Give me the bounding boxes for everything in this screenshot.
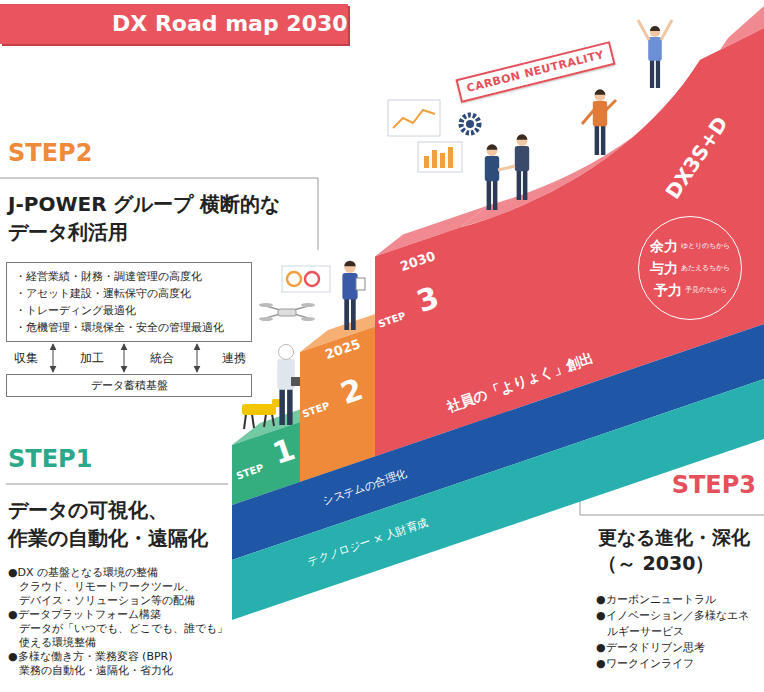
shape-fill xyxy=(300,326,375,482)
step-title: 更なる進化・深化 （～ 2030） xyxy=(598,524,760,576)
runner-figure-part xyxy=(582,110,594,124)
drone-part xyxy=(266,306,308,318)
robot-dog xyxy=(242,399,283,429)
robot-dog-part xyxy=(244,414,246,429)
circle-word: 予力 xyxy=(654,281,682,299)
bullet-body: 業務の自動化・遠隔化・省力化 xyxy=(19,664,173,678)
step-title: データの可視化、 作業の自動化・遠隔化 xyxy=(8,496,248,552)
floating-chart-part xyxy=(440,153,445,168)
floating-chart-part xyxy=(424,156,429,168)
bullet-text: ●データドリブン思考 xyxy=(596,640,705,656)
shape-fill xyxy=(232,379,764,620)
tablet-figure xyxy=(342,261,365,330)
floating-chart-part xyxy=(388,100,440,136)
bullet-body: クラウド、リモートワークツール、 デバイス・ソリューション等の配備 xyxy=(19,580,224,608)
drone-part xyxy=(301,317,315,321)
box-text: データ蓄積基盤 xyxy=(91,378,168,393)
bullet-box: ・経営業績・財務・調達管理の高度化・アセット建設・運転保守の高度化・トレーディン… xyxy=(6,262,252,342)
step-title: J-POWER グループ 横断的な データ利活用 xyxy=(8,190,308,246)
step-heading: STEP2 xyxy=(8,146,92,160)
handshake-figures xyxy=(485,134,529,210)
floating-chart xyxy=(282,266,330,292)
title-banner: DX Road map 2030 xyxy=(0,4,348,44)
bullet-body: データが「いつでも、どこでも、誰でも」 使える環境整備 xyxy=(19,622,234,650)
worker-figure-part xyxy=(279,345,294,360)
circle-reading: ゆとりのちから xyxy=(681,242,730,251)
floating-chart-part xyxy=(393,110,435,128)
floating-chart-part xyxy=(287,272,301,286)
box-text: ・危機管理・環境保全・安全の管理最適化 xyxy=(15,319,224,336)
double-arrow xyxy=(53,344,54,372)
double-arrow xyxy=(124,344,125,372)
step-heading: STEP1 xyxy=(8,452,92,466)
runner-figure-part xyxy=(606,100,616,110)
drone xyxy=(259,303,315,321)
shape-fill xyxy=(375,228,460,457)
shape-outline xyxy=(232,377,764,622)
flow-word: 加工 xyxy=(80,351,104,365)
circle-row: 与力あたえるちから xyxy=(650,259,730,277)
drone-part xyxy=(259,303,273,307)
sign-text: CARBON NEUTRALITY xyxy=(465,48,605,96)
band: テクノロジー × 人財育成 xyxy=(232,377,764,622)
drone-part xyxy=(259,317,273,321)
bullet-text: ●多様な働き方・業務変容 (BPR) xyxy=(8,650,173,664)
handshake-figures-part xyxy=(498,166,515,170)
drone-part xyxy=(266,306,308,318)
runner-figure-part xyxy=(593,89,607,155)
floating-chart-part xyxy=(305,272,319,286)
double-arrow xyxy=(197,344,198,372)
leader-line-part xyxy=(6,484,228,485)
circle-row: 予力予見のちから xyxy=(654,281,727,299)
jumping-figure-part xyxy=(648,26,662,88)
box-text: ・アセット建設・運転保守の高度化 xyxy=(15,285,191,302)
storage-box: データ蓄積基盤 xyxy=(6,374,252,397)
title-text: DX Road map 2030 xyxy=(0,4,348,44)
jumping-figure xyxy=(638,20,672,88)
drone-part xyxy=(278,309,296,316)
floating-chart-part xyxy=(432,150,437,168)
flow-word: 収集 xyxy=(14,351,38,365)
step-heading: STEP3 xyxy=(672,478,756,492)
bullet-text: ●ワークインライフ xyxy=(596,656,694,672)
flow-word: 統合 xyxy=(150,351,174,365)
floating-chart-part xyxy=(418,142,462,172)
bullet-text: ●DX の基盤となる環境の整備 xyxy=(8,566,158,580)
tablet-figure-part xyxy=(356,278,365,290)
circle-word: 与力 xyxy=(650,259,678,277)
box-text: ・トレーディング最適化 xyxy=(15,302,136,319)
jumping-figure-part xyxy=(661,20,672,40)
robot-dog-part xyxy=(272,414,274,426)
floating-chart-part xyxy=(282,266,330,292)
bullet-text: ●カーボンニュートラル xyxy=(596,592,716,608)
circle-word: 余力 xyxy=(650,237,678,255)
robot-dog-part xyxy=(242,404,276,415)
circle-row: 余力ゆとりのちから xyxy=(650,237,730,255)
floating-chart-part xyxy=(461,115,479,133)
circle-reading: 予見のちから xyxy=(685,286,727,295)
floating-chart-part xyxy=(448,147,453,168)
handshake-figures-part xyxy=(485,144,499,210)
tablet-figure-part xyxy=(342,261,357,330)
handshake-figures-part xyxy=(515,134,529,200)
floating-chart-part xyxy=(466,120,474,128)
box-text: ・経営業績・財務・調達管理の高度化 xyxy=(15,268,202,285)
bullet-text: ●データプラットフォーム構築 xyxy=(8,608,161,622)
runner-figure xyxy=(582,89,616,155)
jumping-figure-part xyxy=(638,20,649,40)
circle-reading: あたえるちから xyxy=(681,264,730,273)
yoryoku-circle: 余力ゆとりのちから与力あたえるちから予力予見のちから xyxy=(638,216,742,320)
drone-part xyxy=(301,303,315,307)
carbon-sign: CARBON NEUTRALITY xyxy=(455,41,615,103)
robot-dog-part xyxy=(252,414,254,428)
floating-chart xyxy=(388,100,479,172)
bullet-text: ●イノベーション／多様なエネルギーサービス xyxy=(596,608,757,640)
robot-dog-part xyxy=(264,414,266,427)
leader-line-part xyxy=(0,178,318,250)
flow-word: 連携 xyxy=(222,351,246,365)
